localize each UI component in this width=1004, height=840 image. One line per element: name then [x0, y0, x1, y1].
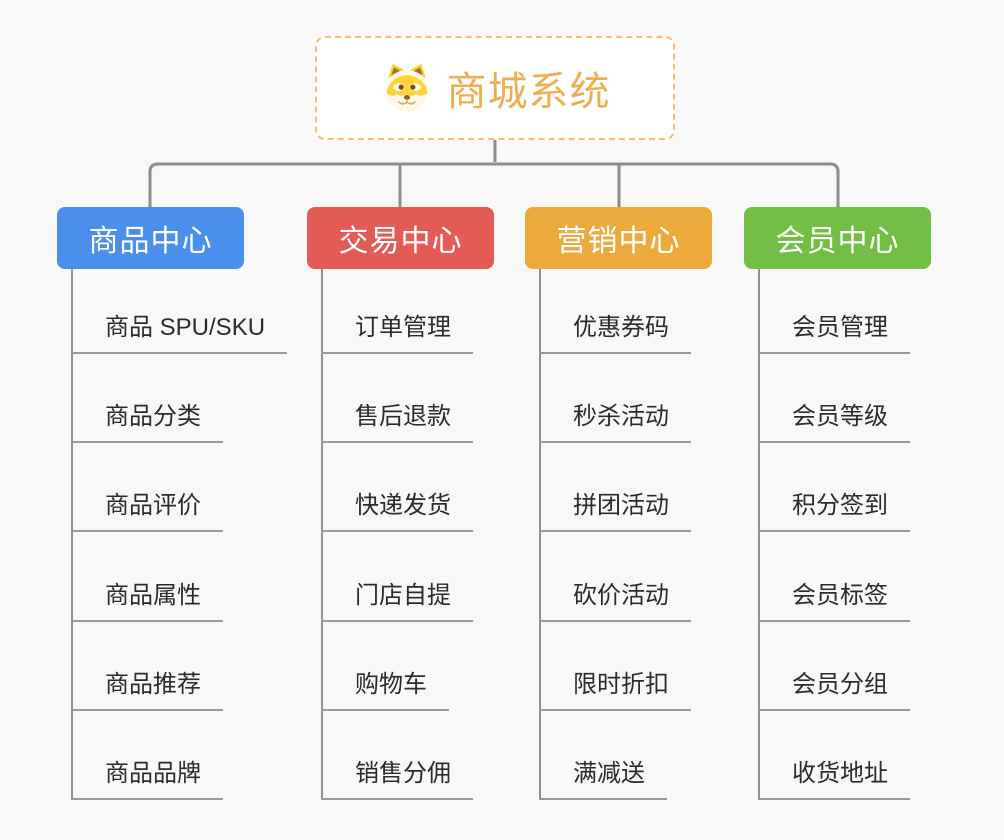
- leaf-node[interactable]: 会员标签: [758, 580, 910, 622]
- branch-spine: [321, 269, 323, 800]
- root-title: 商城系统: [446, 70, 611, 114]
- root-node[interactable]: 商城系统: [315, 36, 675, 140]
- branch-product-center: 商品中心 商品 SPU/SKU 商品分类 商品评价 商品属性 商品推荐 商品品牌: [57, 207, 317, 807]
- branch-header-member-center[interactable]: 会员中心: [744, 207, 931, 269]
- leaf-node[interactable]: 商品推荐: [71, 669, 223, 711]
- leaf-node[interactable]: 快递发货: [321, 490, 473, 532]
- branch-header-product-center[interactable]: 商品中心: [57, 207, 244, 269]
- leaf-node[interactable]: 砍价活动: [539, 580, 691, 622]
- branch-header-marketing-center[interactable]: 营销中心: [525, 207, 712, 269]
- branch-marketing-center: 营销中心 优惠券码 秒杀活动 拼团活动 砍价活动 限时折扣 满减送: [525, 207, 785, 807]
- branch-trade-center: 交易中心 订单管理 售后退款 快递发货 门店自提 购物车 销售分佣: [307, 207, 567, 807]
- leaf-node[interactable]: 会员分组: [758, 669, 910, 711]
- leaf-node[interactable]: 购物车: [321, 669, 449, 711]
- leaf-node[interactable]: 秒杀活动: [539, 401, 691, 443]
- leaf-node[interactable]: 会员等级: [758, 401, 910, 443]
- leaf-node[interactable]: 限时折扣: [539, 669, 691, 711]
- leaf-node[interactable]: 拼团活动: [539, 490, 691, 532]
- branch-member-center: 会员中心 会员管理 会员等级 积分签到 会员标签 会员分组 收货地址: [744, 207, 1004, 807]
- leaf-node[interactable]: 会员管理: [758, 312, 910, 354]
- leaf-node[interactable]: 商品评价: [71, 490, 223, 532]
- leaf-node[interactable]: 满减送: [539, 758, 667, 800]
- leaf-node[interactable]: 收货地址: [758, 758, 910, 800]
- leaf-node[interactable]: 商品品牌: [71, 758, 223, 800]
- leaf-node[interactable]: 优惠券码: [539, 312, 691, 354]
- leaf-node[interactable]: 销售分佣: [321, 758, 473, 800]
- leaf-node[interactable]: 积分签到: [758, 490, 910, 532]
- branch-header-trade-center[interactable]: 交易中心: [307, 207, 494, 269]
- branch-spine: [71, 269, 73, 800]
- leaf-node[interactable]: 售后退款: [321, 401, 473, 443]
- branch-spine: [758, 269, 760, 800]
- shiba-dog-icon: [380, 61, 434, 115]
- branch-spine: [539, 269, 541, 800]
- leaf-node[interactable]: 商品属性: [71, 580, 223, 622]
- leaf-node[interactable]: 订单管理: [321, 312, 473, 354]
- leaf-node[interactable]: 门店自提: [321, 580, 473, 622]
- leaf-node[interactable]: 商品分类: [71, 401, 223, 443]
- leaf-node[interactable]: 商品 SPU/SKU: [71, 312, 288, 354]
